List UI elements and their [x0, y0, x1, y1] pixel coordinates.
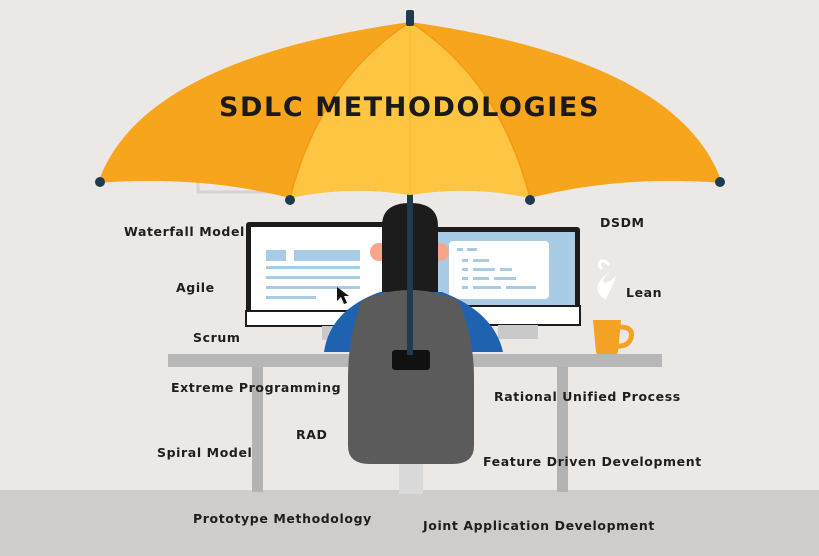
umbrella-canopy [95, 10, 725, 205]
desk-leg-right [557, 366, 568, 492]
steam-wisp [597, 259, 610, 270]
floor [0, 490, 819, 556]
methodology-scrum: Scrum [193, 330, 241, 345]
steam [597, 272, 616, 300]
methodology-dsdm: DSDM [600, 215, 645, 230]
methodology-fdd: Feature Driven Development [483, 454, 702, 469]
coffee-mug [593, 320, 634, 356]
methodology-prototype: Prototype Methodology [193, 511, 372, 526]
methodology-waterfall: Waterfall Model [124, 224, 245, 239]
methodology-spiral-model: Spiral Model [157, 445, 253, 460]
methodology-agile: Agile [176, 280, 215, 295]
diagram-title: SDLC METHODOLOGIES [218, 92, 600, 123]
methodology-jad: Joint Application Development [423, 518, 655, 533]
monitor-right [431, 227, 581, 339]
methodology-rad: RAD [296, 427, 328, 442]
methodology-extreme-programming: Extreme Programming [171, 380, 342, 395]
methodology-lean: Lean [626, 285, 663, 300]
office-chair [348, 290, 474, 494]
desk-leg-left [252, 366, 263, 492]
umbrella-pole [407, 150, 413, 355]
methodology-rup: Rational Unified Process [494, 389, 681, 404]
